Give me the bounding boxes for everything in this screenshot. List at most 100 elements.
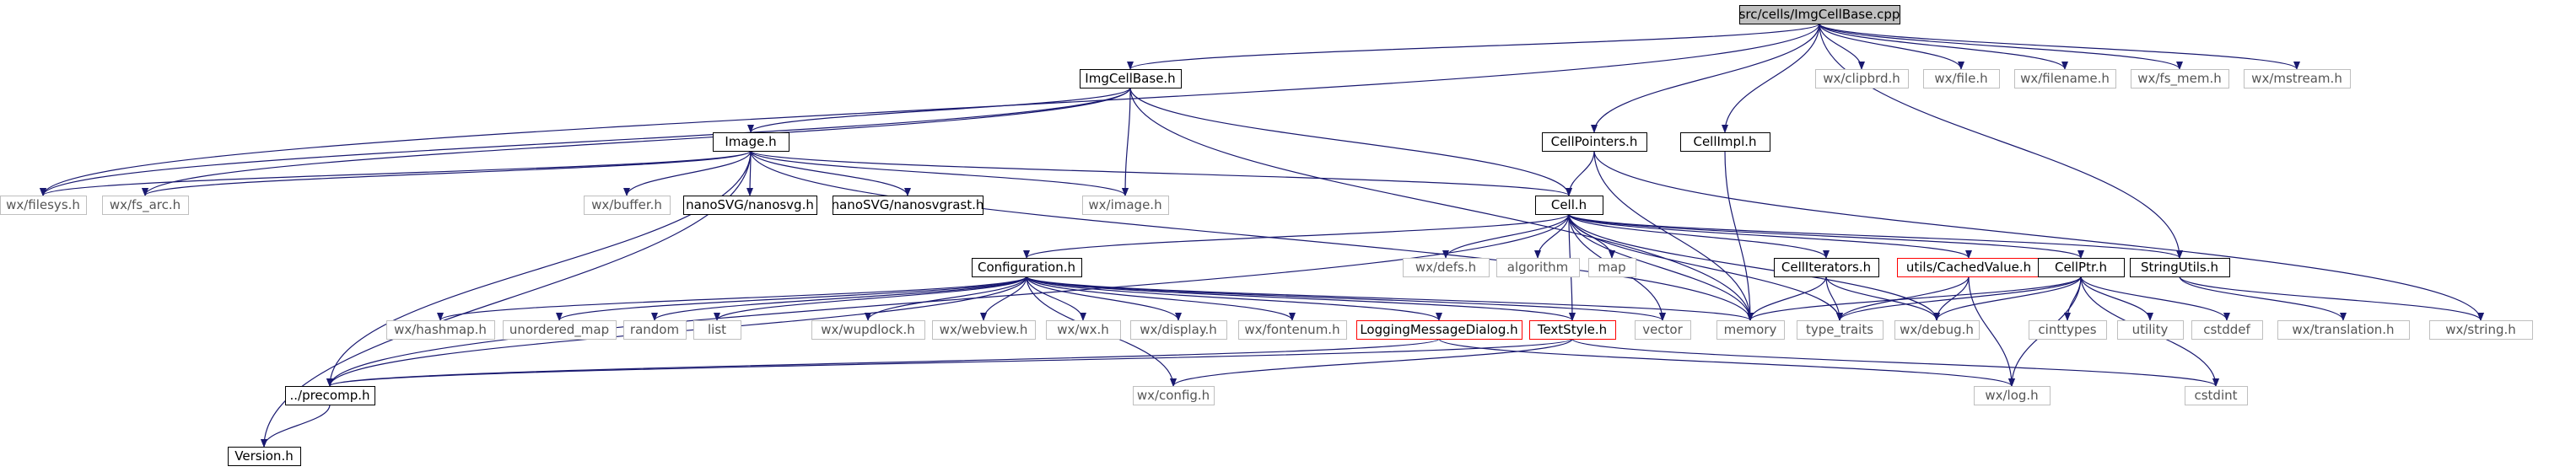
edge-cell_h-to-configuration_h: [1023, 213, 1570, 259]
node-loggingdialog-h[interactable]: LoggingMessageDialog.h: [1356, 320, 1522, 340]
node-label: list: [708, 322, 726, 337]
node-label: utility: [2132, 322, 2169, 337]
edge-root-to-wx_filename: [1819, 23, 2068, 70]
node-label: wx/filesys.h: [6, 197, 80, 212]
node-wx-image: wx/image.h: [1082, 196, 1169, 215]
edge-cellptr_h-to-cstddef: [2080, 276, 2230, 321]
node-label: wx/webview.h: [940, 322, 1028, 337]
node-box: [2117, 320, 2184, 340]
node-wx-mstream: wx/mstream.h: [2244, 69, 2351, 88]
node-version-h[interactable]: Version.h: [228, 447, 301, 466]
node-label: nanoSVG/nanosvg.h: [686, 197, 814, 212]
node-box: [1923, 69, 2000, 88]
node-label: Cell.h: [1551, 197, 1587, 212]
node-list: list: [693, 320, 741, 340]
edge-cellpointers_h-to-cell_h: [1566, 150, 1595, 196]
node-label: vector: [1642, 322, 1683, 337]
node-image-h[interactable]: Image.h: [713, 132, 790, 152]
node-box: [2277, 320, 2410, 340]
node-box: [1080, 69, 1182, 88]
node-cstddef: cstddef: [2191, 320, 2263, 340]
edge-layer: [40, 23, 2484, 448]
node-label: wx/translation.h: [2292, 322, 2394, 337]
node-label: wx/defs.h: [1415, 260, 1476, 275]
edge-root-to-wx_clipbrd: [1819, 23, 1865, 70]
node-label: type_traits: [1806, 322, 1873, 338]
node-cachedvalue-h[interactable]: utils/CachedValue.h: [1897, 258, 2041, 277]
node-wx-translation: wx/translation.h: [2277, 320, 2410, 340]
edge-imgcellbase_h-to-image_h: [747, 87, 1131, 133]
edge-cellptr_h-to-utility: [2080, 276, 2153, 321]
node-wx-clipbrd: wx/clipbrd.h: [1815, 69, 1909, 88]
node-wx-file: wx/file.h: [1923, 69, 2000, 88]
node-wx-log: wx/log.h: [1974, 386, 2051, 405]
node-box: [1739, 5, 1900, 24]
node-textstyle-h[interactable]: TextStyle.h: [1529, 320, 1616, 340]
node-celliterators-h[interactable]: CellIterators.h: [1774, 258, 1879, 277]
edge-cachedvalue_h-to-type_traits: [1836, 276, 1970, 321]
node-box: [932, 320, 1036, 340]
node-box: [2244, 69, 2351, 88]
edge-imgcellbase_h-to-wx_fs_arc: [142, 87, 1131, 196]
node-box: [811, 320, 925, 340]
node-label: wx/debug.h: [1900, 322, 1974, 337]
node-label: wx/image.h: [1088, 197, 1161, 212]
edge-configuration_h-to-wx_wx: [1026, 276, 1086, 321]
node-box: [386, 320, 495, 340]
node-label: cinttypes: [2038, 322, 2096, 337]
node-box: [0, 196, 87, 215]
node-box: [1815, 69, 1909, 88]
node-box: [1797, 320, 1883, 340]
node-box: [1542, 132, 1647, 152]
edge-root-to-stringutils_h: [1819, 23, 2183, 259]
edge-root-to-wx_file: [1819, 23, 1964, 70]
edge-cell_h-to-celliterators_h: [1568, 213, 1830, 259]
edge-cachedvalue_h-to-wx_log: [1968, 276, 2015, 387]
node-label: wx/display.h: [1140, 322, 1217, 337]
node-cinttypes: cinttypes: [2029, 320, 2107, 340]
node-wx-display: wx/display.h: [1130, 320, 1227, 340]
node-cellimpl-h[interactable]: CellImpl.h: [1680, 132, 1770, 152]
node-imgcellbase-h[interactable]: ImgCellBase.h: [1080, 69, 1182, 88]
node-wx-string: wx/string.h: [2429, 320, 2533, 340]
node-label: CellImpl.h: [1693, 134, 1756, 149]
node-label: src/cells/ImgCellBase.cpp: [1739, 7, 1900, 22]
node-label: wx/hashmap.h: [394, 322, 487, 337]
edge-image_h-to-wx_buffer: [623, 150, 752, 196]
node-wx-hashmap: wx/hashmap.h: [386, 320, 495, 340]
node-label: ../precomp.h: [289, 388, 369, 403]
node-wx-fontenum: wx/fontenum.h: [1238, 320, 1347, 340]
node-wx-buffer: wx/buffer.h: [584, 196, 671, 215]
node-nanosvg[interactable]: nanoSVG/nanosvg.h: [683, 196, 817, 215]
node-root[interactable]: src/cells/ImgCellBase.cpp: [1739, 5, 1900, 24]
node-label: wx/wupdlock.h: [821, 322, 915, 337]
node-box: [285, 386, 375, 405]
edge-configuration_h-to-vector: [1026, 276, 1666, 321]
node-box: [1356, 320, 1522, 340]
edge-cell_h-to-cachedvalue_h: [1568, 213, 1972, 259]
node-box: [1535, 196, 1603, 215]
node-label: wx/log.h: [1985, 388, 2038, 403]
node-label: wx/mstream.h: [2251, 71, 2342, 86]
node-wx-fs-mem: wx/fs_mem.h: [2131, 69, 2229, 88]
node-nanosvgrast[interactable]: nanoSVG/nanosvgrast.h: [832, 196, 984, 215]
node-stringutils-h[interactable]: StringUtils.h: [2130, 258, 2230, 277]
node-random: random: [623, 320, 687, 340]
node-label: random: [630, 322, 679, 337]
node-wx-defs: wx/defs.h: [1403, 258, 1490, 277]
node-configuration-h[interactable]: Configuration.h: [972, 258, 1082, 277]
edge-configuration_h-to-textstyle_h: [1026, 276, 1576, 321]
node-box: [1529, 320, 1616, 340]
node-box: [1238, 320, 1347, 340]
node-cellpointers-h[interactable]: CellPointers.h: [1542, 132, 1647, 152]
node-label: wx/config.h: [1137, 388, 1210, 403]
edge-imgcellbase_h-to-memory: [1129, 87, 1754, 321]
edge-cell_h-to-memory: [1568, 213, 1754, 321]
edge-root-to-cellimpl_h: [1722, 23, 1820, 133]
node-box: [228, 447, 301, 466]
node-label: wx/wx.h: [1057, 322, 1109, 337]
node-cell-h[interactable]: Cell.h: [1535, 196, 1603, 215]
node-precomp-h[interactable]: ../precomp.h: [285, 386, 375, 405]
node-cellptr-h[interactable]: CellPtr.h: [2038, 258, 2125, 277]
